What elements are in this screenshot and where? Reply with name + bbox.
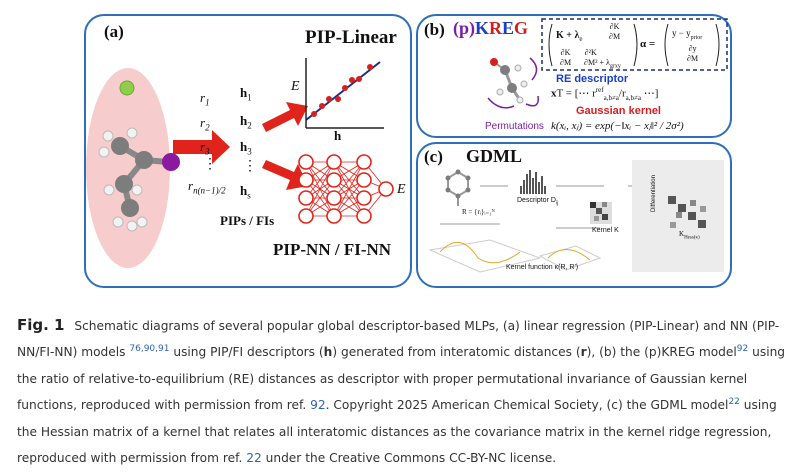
x-definition: xT = [⋯ rrefa,b≠a/ra,b≠a ⋯] xyxy=(551,86,659,102)
h-label-2: h2 xyxy=(240,113,252,131)
gaussian-kernel-label: Gaussian kernel xyxy=(576,105,661,117)
alpha-equals: α = xyxy=(640,38,656,50)
caption-text-8: under the Creative Commons CC-BY-NC lice… xyxy=(261,451,557,466)
caption-ref-2[interactable]: 92 xyxy=(736,344,749,355)
kernel-equation: k(xᵢ, xⱼ) = exp(−‖xᵢ − xⱼ‖² / 2σ²) xyxy=(551,120,684,132)
carbon-atoms xyxy=(111,137,153,217)
pip-linear-title: PIP-Linear xyxy=(305,27,397,48)
caption-text-5: using the ratio of relative-to-equilibri… xyxy=(17,345,786,413)
caption-text-2: using PIP/FI descriptors ( xyxy=(169,345,324,360)
r-label-last: rn(n−1)/2 xyxy=(188,178,226,196)
permutations-label: Permutations xyxy=(485,121,544,132)
nn-nodes xyxy=(298,154,394,224)
kernel-function-label: Kernel function κ(R, R′) xyxy=(506,264,579,271)
gdml-title: GDML xyxy=(466,146,522,166)
figure-caption: Fig. 1 Schematic diagrams of several pop… xyxy=(17,312,787,471)
matrix-bottom-right: ∂²K∂M² + λgrxy xyxy=(584,48,621,70)
h-label-1: h1 xyxy=(240,85,252,103)
pip-nn-title: PIP-NN / FI-NN xyxy=(273,240,392,259)
linear-axis-e: E xyxy=(291,79,300,94)
arrow-h-to-nn xyxy=(262,160,308,190)
molecule-ellipse xyxy=(86,68,170,268)
green-atom xyxy=(119,80,135,96)
linear-axis-h: h xyxy=(334,128,342,143)
matrix-top-right: ∂K∂M xyxy=(609,22,621,41)
differentiation-label: Differentiation xyxy=(651,175,657,212)
kernel-matrix xyxy=(590,202,612,224)
caption-fig-label: Fig. 1 xyxy=(17,316,65,334)
kreg-equation-box xyxy=(541,18,728,71)
panel-c-graphics xyxy=(428,160,724,273)
h-label-3: h3 xyxy=(240,139,252,157)
re-descriptor-label: RE descriptor xyxy=(556,73,629,85)
r-label-dots: ⋮ xyxy=(203,157,217,172)
panel-b-label: (b) xyxy=(424,20,445,39)
caption-text-4: ), (b) the (p)KREG model xyxy=(586,345,737,360)
arrow-r-to-h xyxy=(173,130,230,164)
kernel-k-label: Kernel K xyxy=(592,227,619,234)
panel-b xyxy=(416,14,732,138)
caption-ref-4[interactable]: 22 xyxy=(728,397,740,408)
kreg-molecule xyxy=(487,57,539,109)
panel-c-label: (c) xyxy=(424,147,443,166)
kreg-title: (p)KREG xyxy=(453,18,529,38)
h-label-last: hs xyxy=(240,183,251,201)
caption-bold-r: r xyxy=(580,345,587,360)
descriptor-bars xyxy=(520,170,546,194)
caption-text-7: using the Hessian matrix of a kernel tha… xyxy=(17,398,777,466)
caption-text-6: . Copyright 2025 American Chemical Socie… xyxy=(325,398,729,413)
kernel-function-surface xyxy=(428,239,602,273)
h-label-dots: ⋮ xyxy=(243,159,257,174)
panel-a-graphics xyxy=(86,58,394,268)
arrow-h-to-linear xyxy=(262,102,308,132)
k-hessian-label: KHess(κ) xyxy=(679,230,700,241)
r-label-1: r1 xyxy=(200,90,210,108)
r-label-3: r3 xyxy=(200,139,210,157)
caption-bold-h: h xyxy=(323,345,333,360)
pips-fis-label: PIPs / FIs xyxy=(220,213,275,228)
panel-a-label: (a) xyxy=(104,22,124,41)
caption-ref-5[interactable]: 22 xyxy=(246,451,262,466)
rhs-bottom: ∂y∂M xyxy=(687,44,699,63)
nn-output-e: E xyxy=(397,182,406,197)
iodine-atom xyxy=(162,153,180,171)
red-arrows xyxy=(173,102,308,190)
r-label-2: r2 xyxy=(200,115,210,133)
matrix-bottom-left: ∂K∂M xyxy=(560,48,572,67)
linear-plot xyxy=(305,58,384,129)
caption-ref-1[interactable]: 76,90,91 xyxy=(129,344,170,355)
caption-ref-3[interactable]: 92 xyxy=(310,398,326,413)
gdml-molecule xyxy=(447,170,469,206)
hydrogen-atoms xyxy=(98,127,148,232)
caption-text-1: Schematic diagrams of several popular gl… xyxy=(17,319,780,360)
hessian-matrix xyxy=(668,196,706,228)
rhs-top: y − yprior xyxy=(672,28,703,41)
descriptor-label: Descriptor Dij xyxy=(517,197,559,207)
gdml-r-def: R = {rᵢ}ᵢ₌₁ᴺ xyxy=(462,208,495,216)
caption-text-3: ) generated from interatomic distances ( xyxy=(332,345,581,360)
linear-data-points xyxy=(311,64,373,117)
panel-b-graphics xyxy=(487,18,728,109)
matrix-top-left: K + λe xyxy=(556,30,583,43)
